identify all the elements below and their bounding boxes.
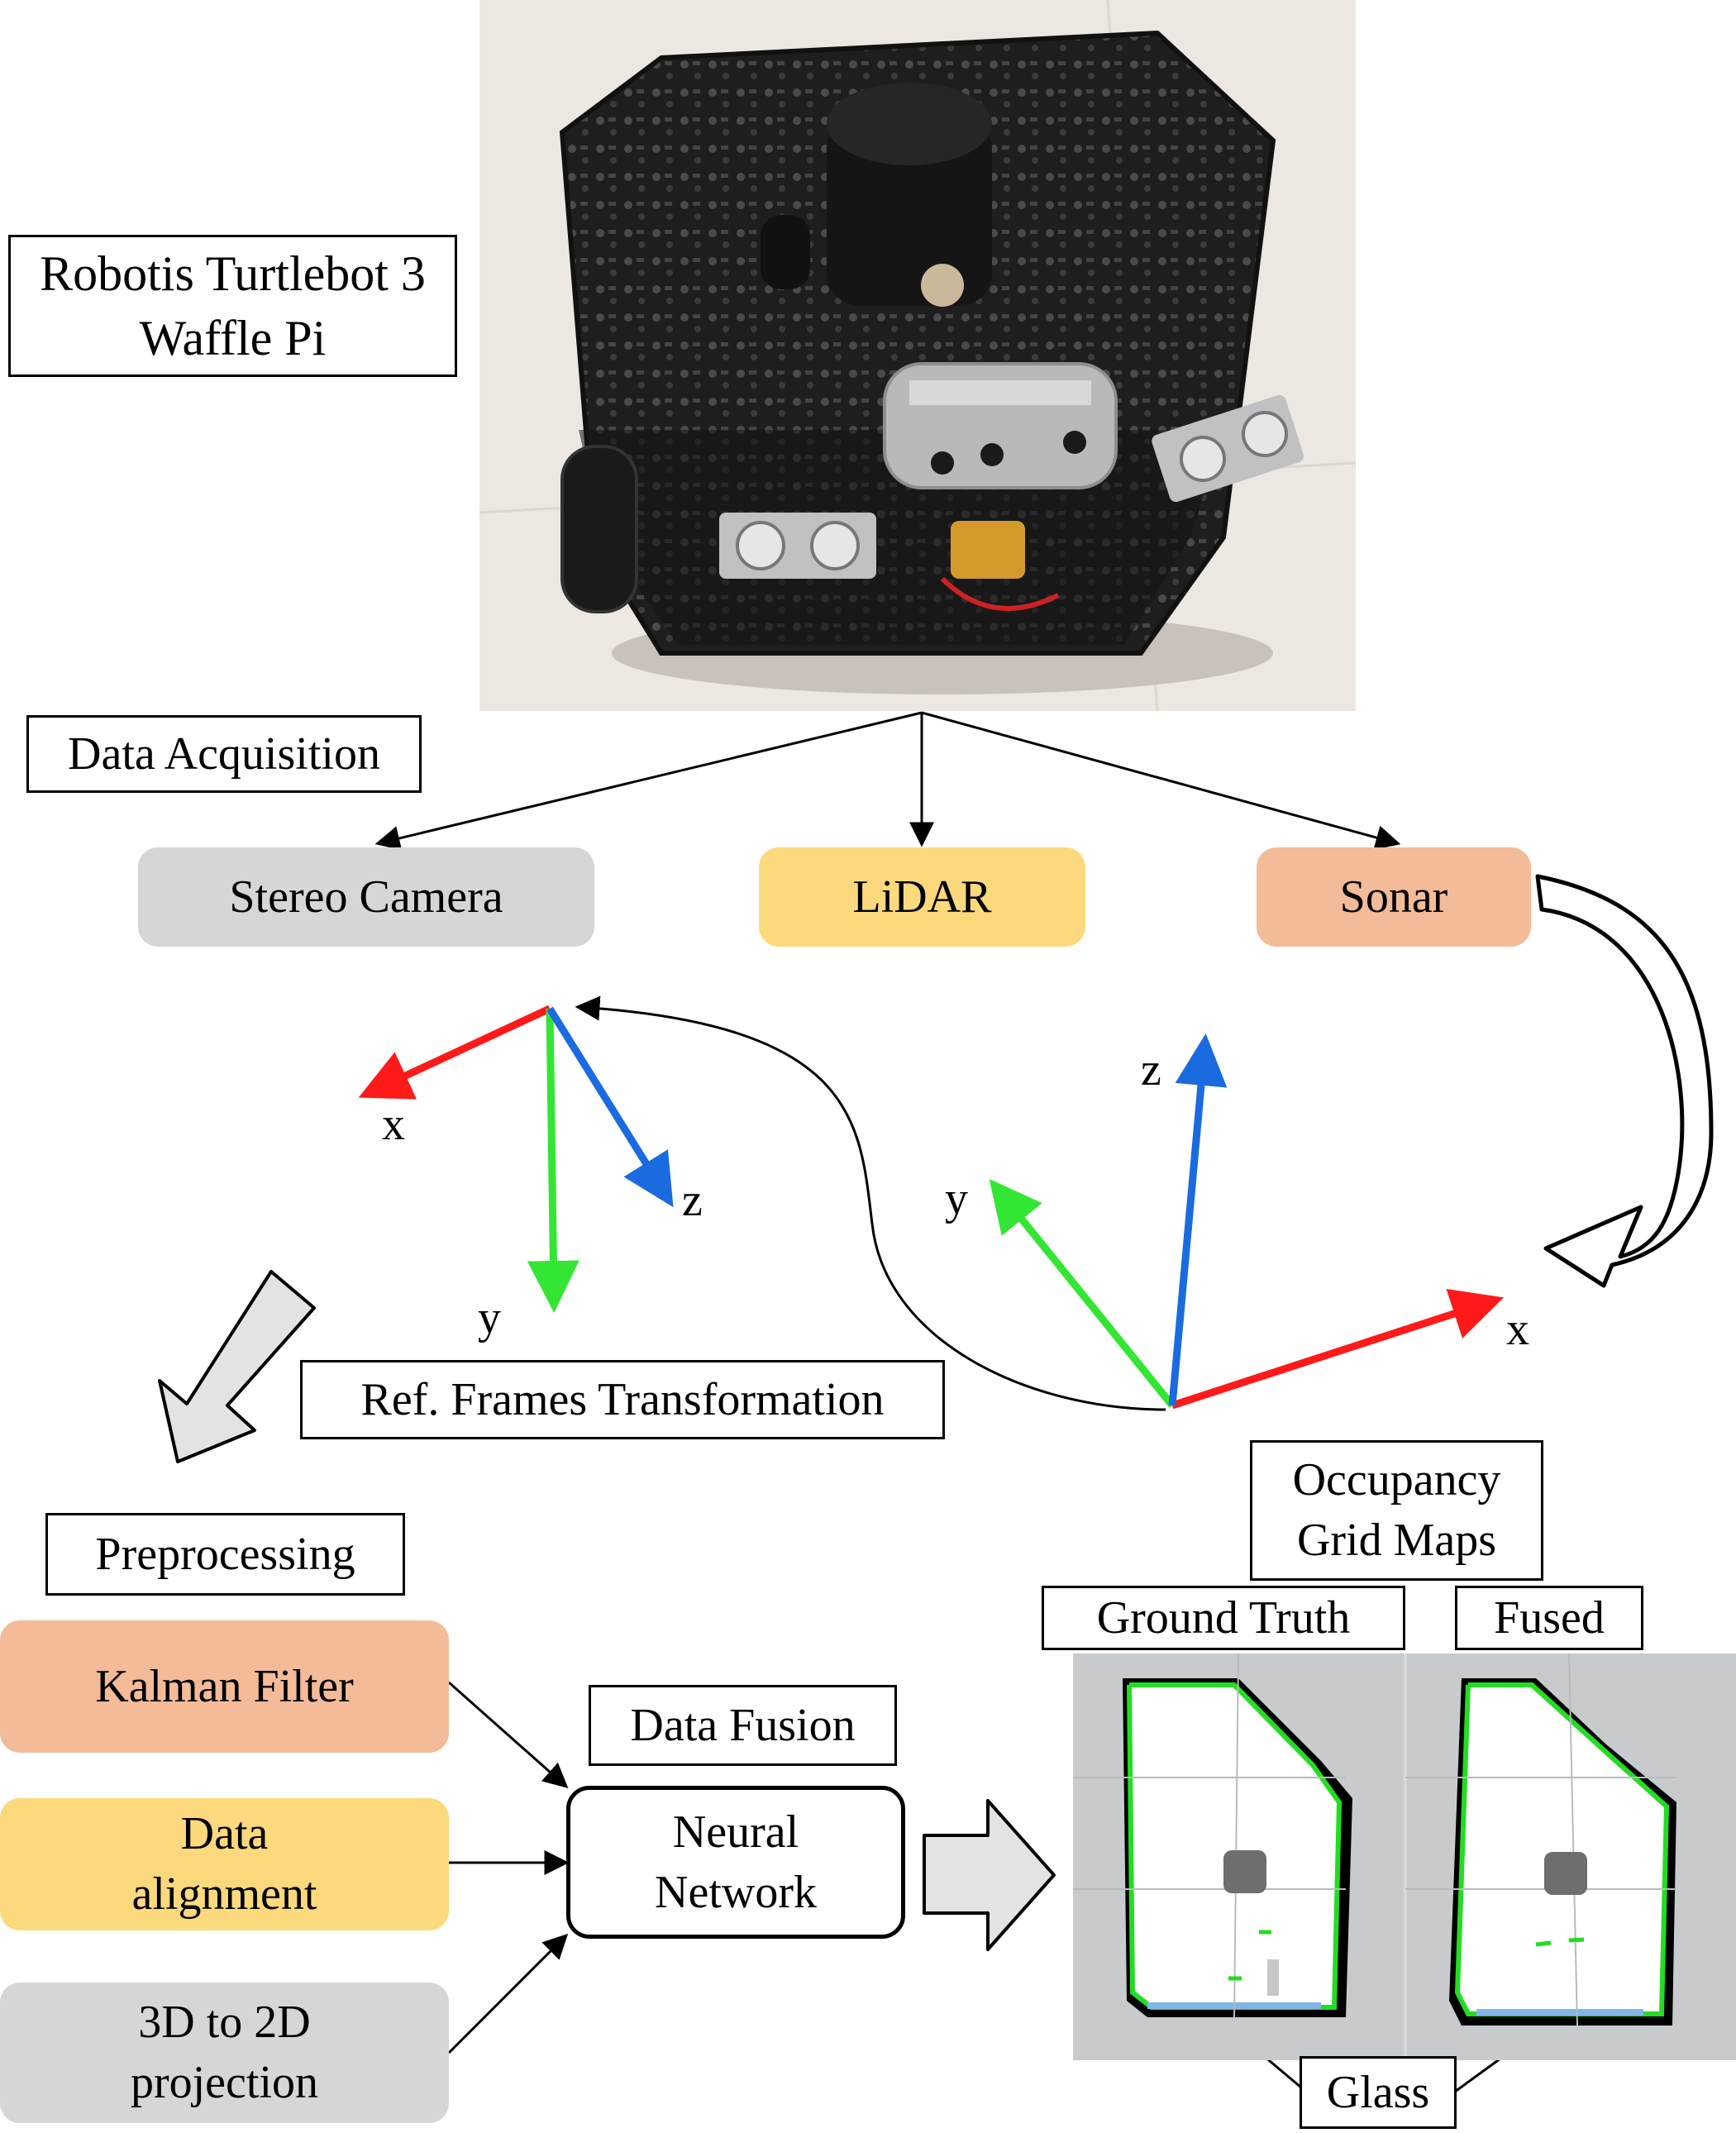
arrow-kalman-to-nn: [448, 1681, 569, 1788]
ground-truth-map: [1073, 1653, 1352, 2018]
ref-frames-label: Ref. Frames Transformation: [300, 1360, 945, 1439]
glass-label: Glass: [1300, 2056, 1457, 2129]
occupancy-label: Occupancy Grid Maps: [1250, 1440, 1543, 1581]
robot-label-line1: Robotis Turtlebot 3: [40, 246, 426, 301]
left-axis-y: [527, 1008, 579, 1313]
left-axis-x-label: x: [382, 1099, 405, 1150]
glass-text: Glass: [1326, 2066, 1430, 2118]
neural-network-line2: Network: [655, 1866, 817, 1918]
to-preprocessing-arrow: [158, 1270, 316, 1463]
neural-network-line1: Neural: [672, 1806, 799, 1858]
data-acquisition-label: Data Acquisition: [26, 715, 422, 793]
left-axis-x: [358, 1004, 551, 1100]
data-alignment-node: Data alignment: [0, 1798, 449, 1930]
fused-map: [1404, 1653, 1676, 2060]
right-axis-x-label: x: [1506, 1304, 1529, 1355]
ground-truth-text: Ground Truth: [1096, 1591, 1351, 1644]
right-axis-z: [1168, 1033, 1228, 1406]
fused-label: Fused: [1455, 1586, 1643, 1650]
preprocessing-text: Preprocessing: [95, 1528, 355, 1580]
projection-line1: 3D to 2D: [138, 1997, 311, 2049]
lidar-node: LiDAR: [759, 847, 1085, 947]
lidar-text: LiDAR: [852, 871, 992, 923]
data-alignment-line2: alignment: [131, 1868, 317, 1920]
projection-line2: projection: [130, 2057, 319, 2108]
robot-label-line2: Waffle Pi: [139, 311, 327, 365]
right-axis-x: [1171, 1288, 1505, 1410]
occupancy-line2: Grid Maps: [1296, 1515, 1497, 1566]
arrow-to-sonar: [921, 711, 1401, 850]
left-axis-z-label: z: [682, 1175, 703, 1226]
sonar-text: Sonar: [1339, 871, 1448, 923]
sonar-curve-arrow: [1535, 874, 1714, 1288]
data-fusion-label: Data Fusion: [589, 1685, 897, 1766]
robot-photo: [479, 0, 1356, 711]
fused-text: Fused: [1494, 1591, 1605, 1644]
right-axis-y-label: y: [945, 1173, 968, 1224]
projection-node: 3D to 2D projection: [0, 1983, 449, 2123]
data-alignment-line1: Data: [180, 1808, 269, 1860]
arrow-proj-to-nn: [447, 1933, 569, 2054]
occupancy-line1: Occupancy: [1292, 1454, 1501, 1506]
data-fusion-text: Data Fusion: [630, 1699, 856, 1751]
transform-curve-arrow: [575, 995, 1166, 1411]
occupancy-maps-svg: [1073, 1653, 1676, 2060]
ref-frames-text: Ref. Frames Transformation: [360, 1373, 885, 1425]
sonar-node: Sonar: [1257, 847, 1531, 947]
to-maps-arrow: [923, 1799, 1056, 1951]
arrow-to-camera: [374, 711, 923, 851]
right-axis-z-label: z: [1141, 1044, 1161, 1095]
left-axis-y-label: y: [478, 1292, 501, 1343]
right-axis-y: [989, 1178, 1176, 1408]
occupancy-maps: [1073, 1653, 1736, 2060]
neural-network-node: Neural Network: [566, 1786, 905, 1939]
kalman-filter-node: Kalman Filter: [0, 1620, 449, 1753]
robot-label: Robotis Turtlebot 3 Waffle Pi: [8, 235, 457, 377]
ground-truth-label: Ground Truth: [1042, 1586, 1405, 1650]
stereo-camera-node: Stereo Camera: [138, 847, 594, 947]
kalman-filter-text: Kalman Filter: [95, 1660, 354, 1712]
data-acquisition-text: Data Acquisition: [68, 728, 380, 780]
robot-illustration: [479, 0, 1356, 711]
stereo-camera-text: Stereo Camera: [229, 871, 503, 923]
preprocessing-label: Preprocessing: [45, 1513, 405, 1596]
left-axis-z: [546, 1006, 674, 1208]
